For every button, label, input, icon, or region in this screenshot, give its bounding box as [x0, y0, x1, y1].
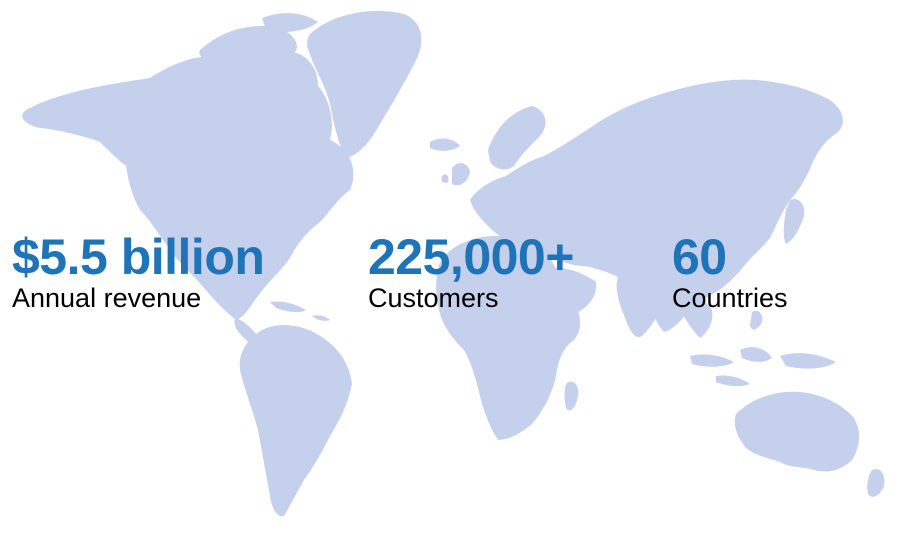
philippines	[750, 310, 763, 330]
stat-countries-label: Countries	[672, 283, 788, 313]
stat-revenue: $5.5 billion Annual revenue	[12, 229, 265, 313]
africa-landmass	[436, 236, 581, 440]
new-zealand	[867, 468, 885, 497]
indonesia-archipelago	[690, 347, 836, 387]
north-america-landmass	[22, 47, 354, 320]
stat-customers-label: Customers	[368, 283, 499, 313]
stat-revenue-value: $5.5 billion	[12, 229, 265, 285]
stat-customers: 225,000+ Customers	[368, 231, 574, 313]
iceland	[430, 138, 460, 151]
stat-countries-value: 60	[672, 229, 727, 285]
south-america-landmass	[239, 325, 352, 517]
japan	[783, 198, 805, 244]
eurasia-landmass	[470, 79, 843, 332]
australia-landmass	[734, 391, 860, 472]
scandinavia-landmass	[488, 106, 546, 170]
indian-subcontinent	[616, 275, 664, 338]
stat-customers-value: 225,000+	[368, 229, 574, 285]
madagascar	[564, 381, 579, 411]
arctic-islands	[199, 13, 318, 63]
greenland-landmass	[307, 10, 422, 158]
stat-countries: 60 Countries	[672, 231, 788, 313]
caribbean-islands	[270, 301, 330, 321]
southeast-asia-landmass	[676, 291, 713, 338]
british-isles	[441, 163, 470, 186]
stat-revenue-label: Annual revenue	[12, 283, 202, 313]
